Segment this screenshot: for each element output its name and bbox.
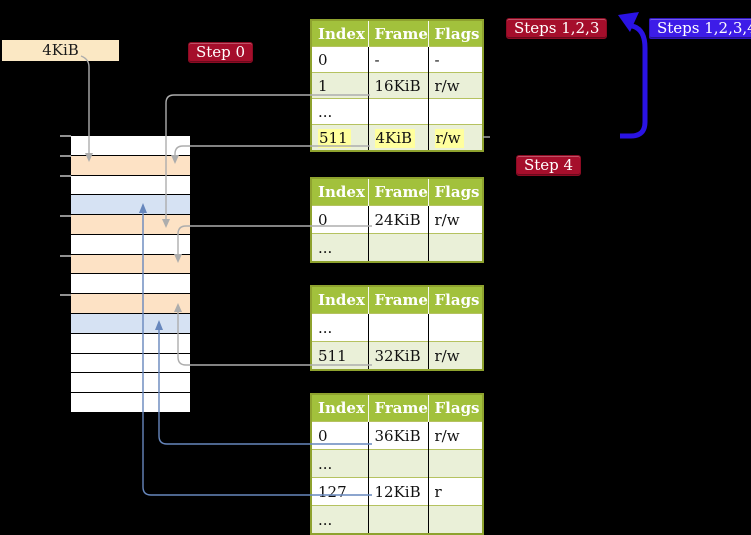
memory-frame-row-white xyxy=(71,274,190,295)
badge-step-4: Step 4 xyxy=(516,155,582,176)
cell-flags: r/w xyxy=(427,72,483,99)
page-table-second: Index Frame Flags 0 24KiB r/w ... xyxy=(310,177,484,263)
table-header-row: Index Frame Flags xyxy=(311,20,483,47)
cell-index: ... xyxy=(311,313,368,342)
cell-frame: 16KiB xyxy=(367,72,428,99)
badge-steps-1-2-3-4: Steps 1,2,3,4 xyxy=(649,18,751,39)
page-table-third: Index Frame Flags ... 511 32KiB r/w xyxy=(310,285,484,371)
cell-index: 0 xyxy=(311,421,368,450)
col-header-index: Index xyxy=(311,178,368,206)
highlight-mark: r/w xyxy=(434,128,464,148)
col-header-frame: Frame xyxy=(367,286,428,314)
memory-frame-row-white xyxy=(71,234,190,255)
col-header-flags: Flags xyxy=(427,286,483,314)
highlight-mark: 4KiB xyxy=(374,128,416,148)
memory-boundary-ticks xyxy=(60,135,71,296)
cell-flags: r/w xyxy=(427,205,483,234)
page-table-fourth: Index Frame Flags 0 36KiB r/w ... 127 12… xyxy=(310,393,484,535)
highlight-mark: 511 xyxy=(318,128,351,148)
memory-frame-row-white xyxy=(71,136,190,156)
cell-flags: r/w xyxy=(427,341,483,370)
table-header-row: Index Frame Flags xyxy=(311,178,483,206)
table-row: 127 12KiB r xyxy=(311,477,483,506)
col-header-frame: Frame xyxy=(367,394,428,422)
badge-step-0: Step 0 xyxy=(188,42,254,63)
table-header-row: Index Frame Flags xyxy=(311,286,483,314)
col-header-index: Index xyxy=(311,394,368,422)
memory-frame-row-white xyxy=(71,353,190,374)
table-row: 511 32KiB r/w xyxy=(311,341,483,370)
cell-flags xyxy=(427,449,483,478)
cell-flags: r/w xyxy=(427,124,483,151)
table-row: ... xyxy=(311,313,483,342)
arrowhead-up-left-icon xyxy=(618,12,639,32)
col-header-index: Index xyxy=(311,286,368,314)
table-row: ... xyxy=(311,449,483,478)
col-header-flags: Flags xyxy=(427,20,483,47)
cell-index: 1 xyxy=(311,72,368,99)
col-header-flags: Flags xyxy=(427,394,483,422)
cell-flags xyxy=(427,98,483,125)
cell-index: ... xyxy=(311,98,368,125)
memory-frame-row-white xyxy=(71,175,190,196)
table-row: 0 24KiB r/w xyxy=(311,205,483,234)
col-header-frame: Frame xyxy=(367,20,428,47)
cell-frame: 12KiB xyxy=(367,477,428,506)
table-row: 0 - - xyxy=(311,46,483,73)
table-row: ... xyxy=(311,98,483,125)
cell-frame xyxy=(367,233,428,262)
table-header-row: Index Frame Flags xyxy=(311,394,483,422)
col-header-flags: Flags xyxy=(427,178,483,206)
cell-frame xyxy=(367,313,428,342)
cell-frame: 36KiB xyxy=(367,421,428,450)
cell-index: 511 xyxy=(311,124,368,151)
cell-flags xyxy=(427,233,483,262)
loopback-arrow-steps xyxy=(620,23,648,139)
cell-index: ... xyxy=(311,449,368,478)
table-row: ... xyxy=(311,233,483,262)
memory-frame-row-blue xyxy=(71,314,190,334)
table-row: ... xyxy=(311,505,483,534)
cell-frame xyxy=(367,505,428,534)
memory-frame-row-orange xyxy=(71,254,190,275)
cell-frame: 32KiB xyxy=(367,341,428,370)
cell-index: ... xyxy=(311,505,368,534)
memory-frame-row-white xyxy=(71,333,190,354)
cell-flags: r xyxy=(427,477,483,506)
cell-flags: - xyxy=(427,46,483,73)
cell-index: 511 xyxy=(311,341,368,370)
memory-strip xyxy=(70,135,191,414)
cell-frame xyxy=(367,98,428,125)
cell-index: 0 xyxy=(311,205,368,234)
memory-frame-row-orange xyxy=(71,155,190,176)
cell-frame: 24KiB xyxy=(367,205,428,234)
table-row: 0 36KiB r/w xyxy=(311,421,483,450)
col-header-index: Index xyxy=(311,20,368,47)
memory-frame-row-white xyxy=(71,373,190,394)
memory-frame-row-orange xyxy=(71,294,190,315)
badge-steps-1-2-3: Steps 1,2,3 xyxy=(506,18,608,39)
cell-flags xyxy=(427,505,483,534)
memory-frame-row-orange xyxy=(71,215,190,235)
col-header-frame: Frame xyxy=(367,178,428,206)
cell-index: 0 xyxy=(311,46,368,73)
table-row-highlighted: 511 4KiB r/w xyxy=(311,124,483,151)
cell-flags: r/w xyxy=(427,421,483,450)
table-row: 1 16KiB r/w xyxy=(311,72,483,99)
page-size-label: 4KiB xyxy=(2,40,119,61)
cell-frame: - xyxy=(367,46,428,73)
memory-frame-row-blue xyxy=(71,195,190,216)
page-table-top: Index Frame Flags 0 - - 1 16KiB r/w ... … xyxy=(310,19,484,152)
memory-frame-row-white xyxy=(71,393,190,413)
cell-flags xyxy=(427,313,483,342)
cell-frame xyxy=(367,449,428,478)
cell-index: 127 xyxy=(311,477,368,506)
cell-frame: 4KiB xyxy=(367,124,428,151)
cell-index: ... xyxy=(311,233,368,262)
